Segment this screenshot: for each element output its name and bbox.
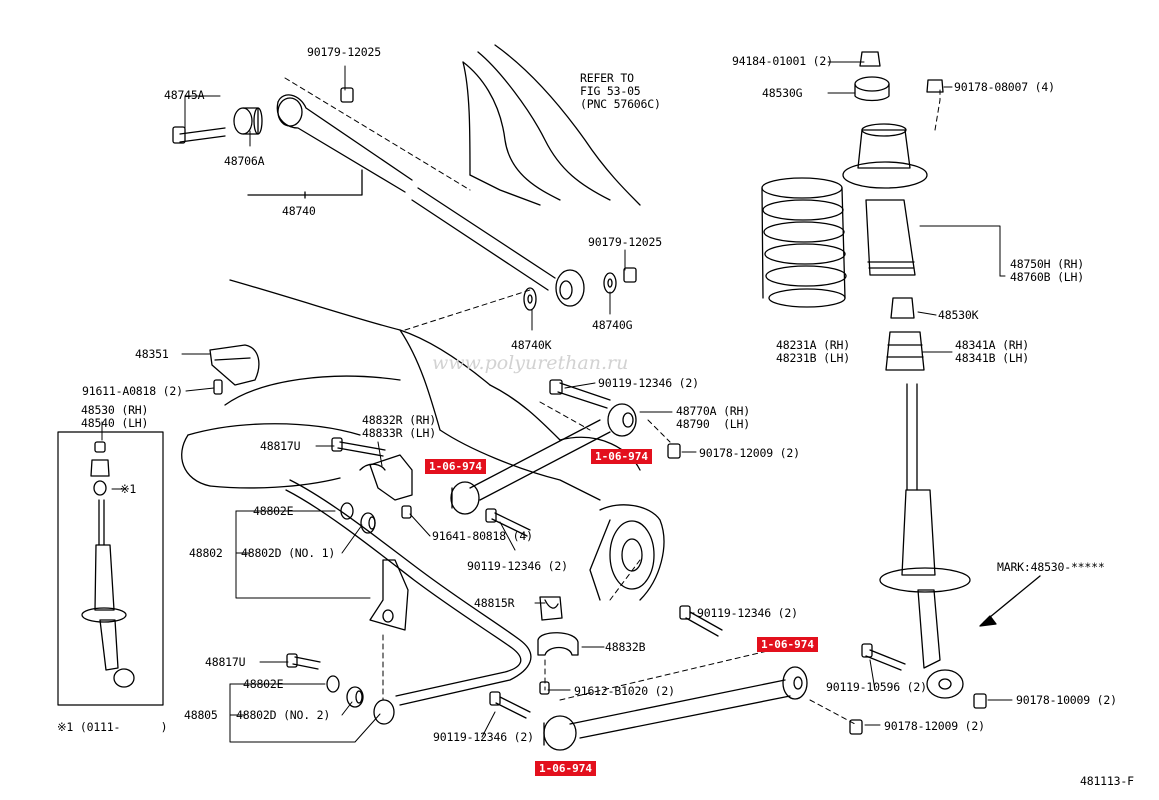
callout-1-06-974-d[interactable]: 1-06-974	[535, 761, 596, 776]
label-48530G: 48530G	[762, 86, 803, 100]
label-star1: ※1	[120, 482, 137, 496]
nut-90178-10009	[973, 693, 987, 709]
nut-90178-12009-a	[667, 443, 681, 459]
label-90178-12009-b: 90178-12009 (2)	[884, 719, 985, 733]
refer-note: REFER TO FIG 53-05 (PNC 57606C)	[580, 71, 661, 111]
label-48832R: 48832R (RH) 48833R (LH)	[362, 413, 436, 440]
label-48805: 48805	[184, 708, 218, 722]
nut-90179-top	[340, 87, 354, 103]
label-48740K: 48740K	[511, 338, 552, 352]
bush-48802D-1	[360, 512, 376, 534]
label-48817U-a: 48817U	[260, 439, 301, 453]
label-48231A: 48231A (RH) 48231B (LH)	[776, 338, 850, 365]
callout-1-06-974-c[interactable]: 1-06-974	[757, 637, 818, 652]
shock-absorber-right	[879, 383, 971, 699]
label-48530-inset: 48530 (RH) 48540 (LH)	[81, 403, 149, 430]
label-91612-B1020: 91612-B1020 (2)	[574, 684, 675, 698]
label-48341A: 48341A (RH) 48341B (LH)	[955, 338, 1029, 365]
label-48802: 48802	[189, 546, 223, 560]
bush-48802D-2	[346, 686, 364, 708]
body-panel	[229, 44, 641, 441]
bolt-48817U-a	[331, 437, 386, 457]
bolt-48745A	[172, 126, 226, 144]
nut-90179-mid	[623, 267, 637, 283]
label-91611-A0818: 91611-A0818 (2)	[82, 384, 183, 398]
label-48750H: 48750H (RH) 48760B (LH)	[1010, 257, 1084, 284]
label-48802E-b: 48802E	[243, 677, 284, 691]
nut-94184	[859, 51, 881, 67]
label-mark: MARK:48530-*****	[997, 560, 1105, 574]
callout-1-06-974-b[interactable]: 1-06-974	[591, 449, 652, 464]
label-94184-01001: 94184-01001 (2)	[732, 54, 833, 68]
lateral-rod-48770A	[450, 403, 637, 515]
dust-boot-48750H	[865, 199, 916, 276]
label-90119-12346-d: 90119-12346 (2)	[433, 730, 534, 744]
watermark: www.polyurethan.ru	[432, 352, 629, 374]
lower-arm	[543, 666, 808, 751]
label-90179-12025-mid: 90179-12025	[588, 235, 662, 249]
label-90178-10009: 90178-10009 (2)	[1016, 693, 1117, 707]
bracket-48832R	[359, 454, 413, 501]
label-48802D-no1: 48802D (NO. 1)	[241, 546, 336, 560]
label-48706A: 48706A	[224, 154, 265, 168]
label-90178-12009-a: 90178-12009 (2)	[699, 446, 800, 460]
label-90119-12346-c: 90119-12346 (2)	[697, 606, 798, 620]
bush-48706A	[233, 107, 263, 135]
bush-48802E-a	[340, 502, 354, 520]
label-star1-range: ※1 (0111- )	[57, 720, 168, 734]
bush-48815R	[539, 596, 563, 621]
label-48745A: 48745A	[164, 88, 205, 102]
label-48740G: 48740G	[592, 318, 633, 332]
bolt-91611	[213, 379, 223, 395]
cushion-48530G	[854, 76, 890, 102]
bracket-48351	[209, 344, 260, 386]
axle-housing	[181, 375, 665, 601]
callout-1-06-974-a[interactable]: 1-06-974	[425, 459, 486, 474]
label-91641-80818: 91641-80818 (4)	[432, 529, 533, 543]
label-48351: 48351	[135, 347, 169, 361]
label-90179-12025-top: 90179-12025	[307, 45, 381, 59]
label-48530K: 48530K	[938, 308, 979, 322]
inset-shock-absorber	[81, 441, 135, 688]
upper-arm-48740	[276, 94, 585, 307]
label-48832B: 48832B	[605, 640, 646, 654]
label-48815R: 48815R	[474, 596, 515, 610]
bolt-48817U-b	[286, 653, 321, 670]
nut-90178-08007	[926, 79, 944, 93]
bolt-90119-a	[549, 379, 611, 409]
label-48740: 48740	[282, 204, 316, 218]
bumper-48341A	[885, 331, 925, 371]
dashed-guides	[284, 77, 941, 725]
diagram-id: 481113-F	[1080, 774, 1134, 788]
bolt-90119-10596	[861, 643, 906, 671]
bolt-90119-d	[489, 691, 531, 719]
label-90119-12346-b: 90119-12346 (2)	[467, 559, 568, 573]
label-90178-08007: 90178-08007 (4)	[954, 80, 1055, 94]
washer-48740K	[523, 287, 537, 311]
label-90119-10596: 90119-10596 (2)	[826, 680, 927, 694]
label-90119-12346-a: 90119-12346 (2)	[598, 376, 699, 390]
label-48770A: 48770A (RH) 48790 (LH)	[676, 404, 750, 431]
bolt-90119-b	[485, 508, 531, 537]
label-48817U-b: 48817U	[205, 655, 246, 669]
leader-lines	[101, 61, 1013, 743]
bush-48802E-b	[326, 675, 340, 693]
coil-spring	[761, 177, 847, 308]
bumper-48530K	[890, 297, 915, 319]
upper-support	[842, 123, 928, 189]
nut-90178-12009-b	[849, 719, 863, 735]
mark-arrow	[979, 575, 1041, 627]
washer-48740G	[603, 272, 617, 294]
bolt-91641	[401, 505, 412, 519]
label-48802E-a: 48802E	[253, 504, 294, 518]
label-48802D-no2: 48802D (NO. 2)	[236, 708, 331, 722]
stabilizer-bar	[285, 479, 532, 725]
clamp-48832B	[537, 632, 579, 656]
